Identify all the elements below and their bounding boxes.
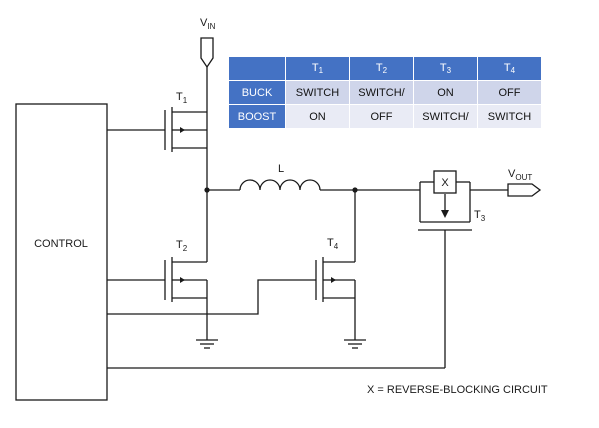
- transistor-t1: [107, 107, 207, 152]
- mode-label-boost: BOOST: [228, 104, 286, 129]
- control-label: CONTROL: [34, 238, 88, 250]
- table-cell: SWITCH/: [349, 80, 414, 105]
- vin-terminal: [200, 37, 214, 112]
- table-row-buck: BUCK SWITCH SWITCH/ ON OFF: [228, 80, 542, 105]
- t1-label: T1: [176, 91, 188, 105]
- header-t1: T1: [285, 56, 350, 81]
- t3-label: T3: [474, 209, 486, 223]
- header-t4: T4: [477, 56, 542, 81]
- t2-label: T2: [176, 239, 188, 253]
- vout-terminal: [507, 183, 542, 197]
- table-row-boost: BOOST ON OFF SWITCH/ SWITCH: [228, 104, 542, 129]
- inductor-label: L: [278, 163, 284, 175]
- transistor-t4: [315, 190, 356, 340]
- ground-t4-icon: [344, 339, 366, 349]
- vin-label: VIN: [200, 17, 216, 31]
- table-corner-cell: [228, 56, 286, 81]
- table-cell: ON: [413, 80, 478, 105]
- table-cell: SWITCH: [477, 104, 542, 129]
- inductor: [207, 179, 420, 191]
- switch-mode-table: T1 T2 T3 T4 BUCK SWITCH SWITCH/ ON OFF B…: [228, 56, 542, 129]
- table-header-row: T1 T2 T3 T4: [228, 56, 542, 81]
- transistor-t3: [418, 190, 472, 368]
- table-cell: ON: [285, 104, 350, 129]
- vout-label: VOUT: [508, 168, 532, 182]
- control-block: [15, 103, 108, 401]
- mode-label-buck: BUCK: [228, 80, 286, 105]
- transistor-t2: [107, 257, 208, 340]
- table-cell: OFF: [349, 104, 414, 129]
- t4-label: T4: [327, 237, 339, 251]
- header-t2: T2: [349, 56, 414, 81]
- legend-text: X = REVERSE-BLOCKING CIRCUIT: [367, 384, 548, 396]
- ground-t2-icon: [196, 339, 218, 349]
- table-cell: SWITCH/: [413, 104, 478, 129]
- table-cell: OFF: [477, 80, 542, 105]
- t4-gate-drive-wire: [107, 279, 316, 315]
- table-cell: SWITCH: [285, 80, 350, 105]
- block-x-label: X: [441, 177, 449, 189]
- header-t3: T3: [413, 56, 478, 81]
